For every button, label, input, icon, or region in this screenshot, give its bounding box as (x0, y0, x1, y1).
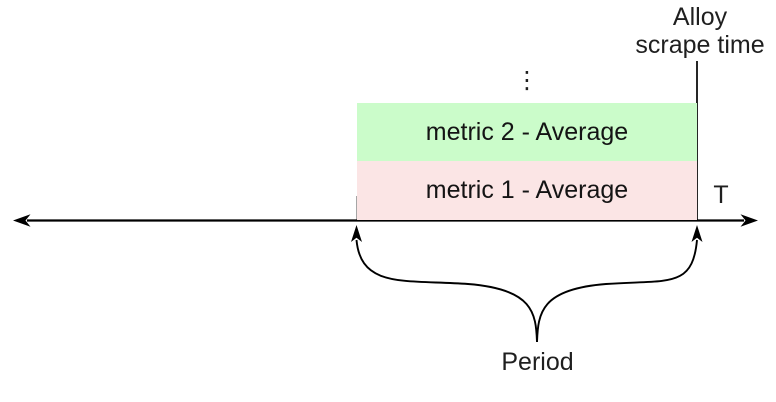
time-axis-right-arrowhead-icon (740, 214, 758, 227)
period-brace-left-curve (355, 239, 538, 343)
more-metrics-ellipsis: ⋮ (515, 67, 539, 94)
time-axis-left-arrowhead-icon (13, 214, 31, 227)
metric2-average-bar: metric 2 - Average (357, 103, 697, 161)
period-brace-right-arrowhead-icon (691, 225, 703, 242)
period-brace-left-arrowhead-icon (351, 225, 362, 242)
metric1-average-label: metric 1 - Average (425, 176, 629, 204)
metric1-average-bar: metric 1 - Average (357, 161, 697, 220)
period-brace-right-curve (536, 239, 698, 343)
metric2-average-label: metric 2 - Average (425, 117, 629, 146)
alloy-scrape-time-label-line1: Alloy (672, 3, 728, 31)
period-label: Period (501, 348, 574, 376)
alloy-scrape-time-label: Alloy scrape time (622, 3, 776, 59)
alloy-scrape-time-label-line2: scrape time (635, 31, 765, 59)
time-axis-label: T (713, 181, 729, 209)
